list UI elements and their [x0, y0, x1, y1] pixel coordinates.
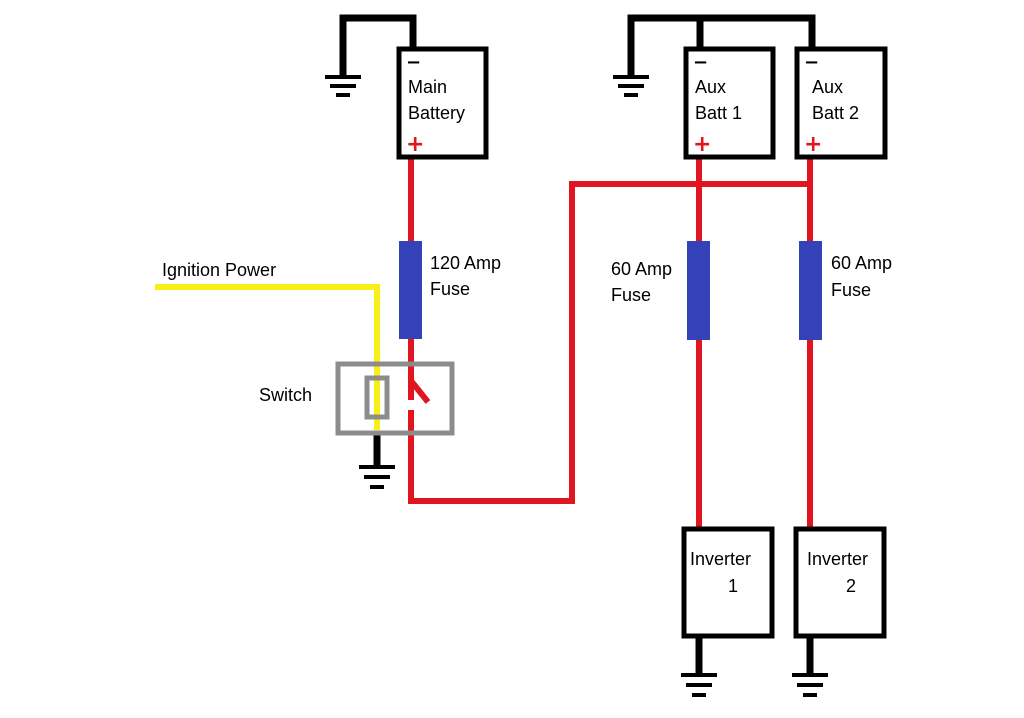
- inverter-icon: [793, 526, 887, 639]
- main-battery-ground-wire: [339, 14, 417, 77]
- inverter2-label-line2: 2: [846, 576, 856, 596]
- aux-battery-2: − Aux Batt 2 +: [794, 46, 888, 160]
- main-fuse-label-line2: Fuse: [430, 279, 470, 299]
- aux2-fuse-label-line1: 60 Amp: [831, 253, 892, 273]
- ground-icon: [681, 673, 717, 697]
- main-fuse-label-line1: 120 Amp: [430, 253, 501, 273]
- ground-icon: [359, 465, 395, 489]
- inverter1-label-line1: Inverter: [690, 549, 751, 569]
- aux1-positive: +: [693, 132, 711, 157]
- main-battery-label-line1: Main: [408, 77, 447, 97]
- aux1-label-line2: Batt 1: [695, 103, 742, 123]
- fuse-icon: [687, 241, 710, 340]
- aux2-label-line1: Aux: [812, 77, 843, 97]
- ground-wires: [339, 14, 816, 674]
- main-battery-positive: +: [406, 132, 424, 157]
- aux1-fuse-label-line2: Fuse: [611, 285, 651, 305]
- fuse-icon: [799, 241, 822, 340]
- main-battery: − Main Battery +: [396, 46, 489, 160]
- fuse-icon: [399, 241, 422, 339]
- ground-icon: [613, 75, 649, 97]
- ground-icon: [792, 673, 828, 697]
- battery-icon: [794, 46, 888, 160]
- switch-label: Switch: [259, 385, 312, 405]
- battery-icon: [396, 46, 489, 160]
- ignition-power-wire: [155, 284, 380, 430]
- aux-batteries-ground-wire: [627, 14, 816, 77]
- switch-icon: [335, 361, 455, 436]
- inverter-1: Inverter 1: [681, 526, 775, 639]
- aux2-positive: +: [804, 132, 822, 157]
- main-battery-negative: −: [406, 52, 421, 73]
- inverter1-label-line2: 1: [728, 576, 738, 596]
- aux1-fuse-label-line1: 60 Amp: [611, 259, 672, 279]
- aux1-label-line1: Aux: [695, 77, 726, 97]
- ground-icon: [325, 75, 361, 97]
- aux-battery-1: − Aux Batt 1 +: [683, 46, 776, 160]
- ignition-power-label: Ignition Power: [162, 260, 276, 280]
- inverter-icon: [681, 526, 775, 639]
- aux1-negative: −: [693, 52, 708, 73]
- switched-feed-wire: [408, 181, 812, 504]
- positive-wires: [408, 158, 813, 529]
- aux2-label-line2: Batt 2: [812, 103, 859, 123]
- inverter-2: Inverter 2: [793, 526, 887, 639]
- battery-icon: [683, 46, 776, 160]
- inverter2-label-line1: Inverter: [807, 549, 868, 569]
- aux2-fuse-label-line2: Fuse: [831, 280, 871, 300]
- switch-contact-blade: [409, 380, 431, 404]
- aux2-negative: −: [804, 52, 819, 73]
- main-battery-label-line2: Battery: [408, 103, 465, 123]
